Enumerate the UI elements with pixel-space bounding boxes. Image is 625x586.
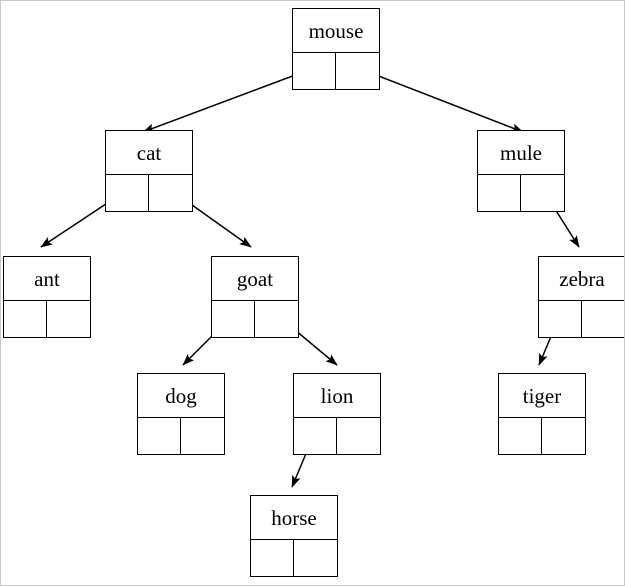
left-pointer-cell[interactable] xyxy=(251,540,294,576)
left-pointer-cell[interactable] xyxy=(539,301,582,337)
tree-node-mouse[interactable]: mouse xyxy=(292,8,380,90)
right-pointer-cell[interactable] xyxy=(149,175,192,211)
tree-node-pointer-cells xyxy=(293,53,379,89)
left-pointer-cell[interactable] xyxy=(106,175,149,211)
left-pointer-cell[interactable] xyxy=(4,301,47,337)
tree-edge-mouse-to-mule xyxy=(357,67,524,133)
tree-node-label: lion xyxy=(294,374,380,418)
tree-node-label: dog xyxy=(138,374,224,418)
tree-edge-mouse-to-cat xyxy=(142,67,315,133)
tree-node-label: horse xyxy=(251,496,337,540)
tree-node-lion[interactable]: lion xyxy=(293,373,381,455)
tree-node-pointer-cells xyxy=(4,301,90,337)
tree-node-pointer-cells xyxy=(106,175,192,211)
tree-node-goat[interactable]: goat xyxy=(211,256,299,338)
right-pointer-cell[interactable] xyxy=(181,418,224,454)
tree-node-label: tiger xyxy=(499,374,585,418)
right-pointer-cell[interactable] xyxy=(337,418,380,454)
tree-node-cat[interactable]: cat xyxy=(105,130,193,212)
right-pointer-cell[interactable] xyxy=(255,301,298,337)
tree-node-label: mule xyxy=(478,131,564,175)
left-pointer-cell[interactable] xyxy=(138,418,181,454)
tree-node-pointer-cells xyxy=(294,418,380,454)
right-pointer-cell[interactable] xyxy=(542,418,585,454)
tree-node-pointer-cells xyxy=(138,418,224,454)
right-pointer-cell[interactable] xyxy=(47,301,90,337)
tree-node-pointer-cells xyxy=(251,540,337,576)
tree-node-zebra[interactable]: zebra xyxy=(538,256,624,338)
right-pointer-cell[interactable] xyxy=(336,53,379,89)
right-pointer-cell[interactable] xyxy=(294,540,337,576)
tree-node-label: zebra xyxy=(539,257,624,301)
tree-node-label: goat xyxy=(212,257,298,301)
tree-node-mule[interactable]: mule xyxy=(477,130,565,212)
left-pointer-cell[interactable] xyxy=(294,418,337,454)
tree-node-pointer-cells xyxy=(478,175,564,211)
left-pointer-cell[interactable] xyxy=(478,175,521,211)
right-pointer-cell[interactable] xyxy=(521,175,564,211)
tree-node-pointer-cells xyxy=(539,301,624,337)
left-pointer-cell[interactable] xyxy=(212,301,255,337)
left-pointer-cell[interactable] xyxy=(293,53,336,89)
tree-node-label: mouse xyxy=(293,9,379,53)
tree-node-dog[interactable]: dog xyxy=(137,373,225,455)
tree-node-pointer-cells xyxy=(212,301,298,337)
tree-node-ant[interactable]: ant xyxy=(3,256,91,338)
tree-node-pointer-cells xyxy=(499,418,585,454)
tree-node-tiger[interactable]: tiger xyxy=(498,373,586,455)
tree-node-horse[interactable]: horse xyxy=(250,495,338,577)
right-pointer-cell[interactable] xyxy=(582,301,624,337)
tree-node-label: ant xyxy=(4,257,90,301)
tree-node-label: cat xyxy=(106,131,192,175)
left-pointer-cell[interactable] xyxy=(499,418,542,454)
